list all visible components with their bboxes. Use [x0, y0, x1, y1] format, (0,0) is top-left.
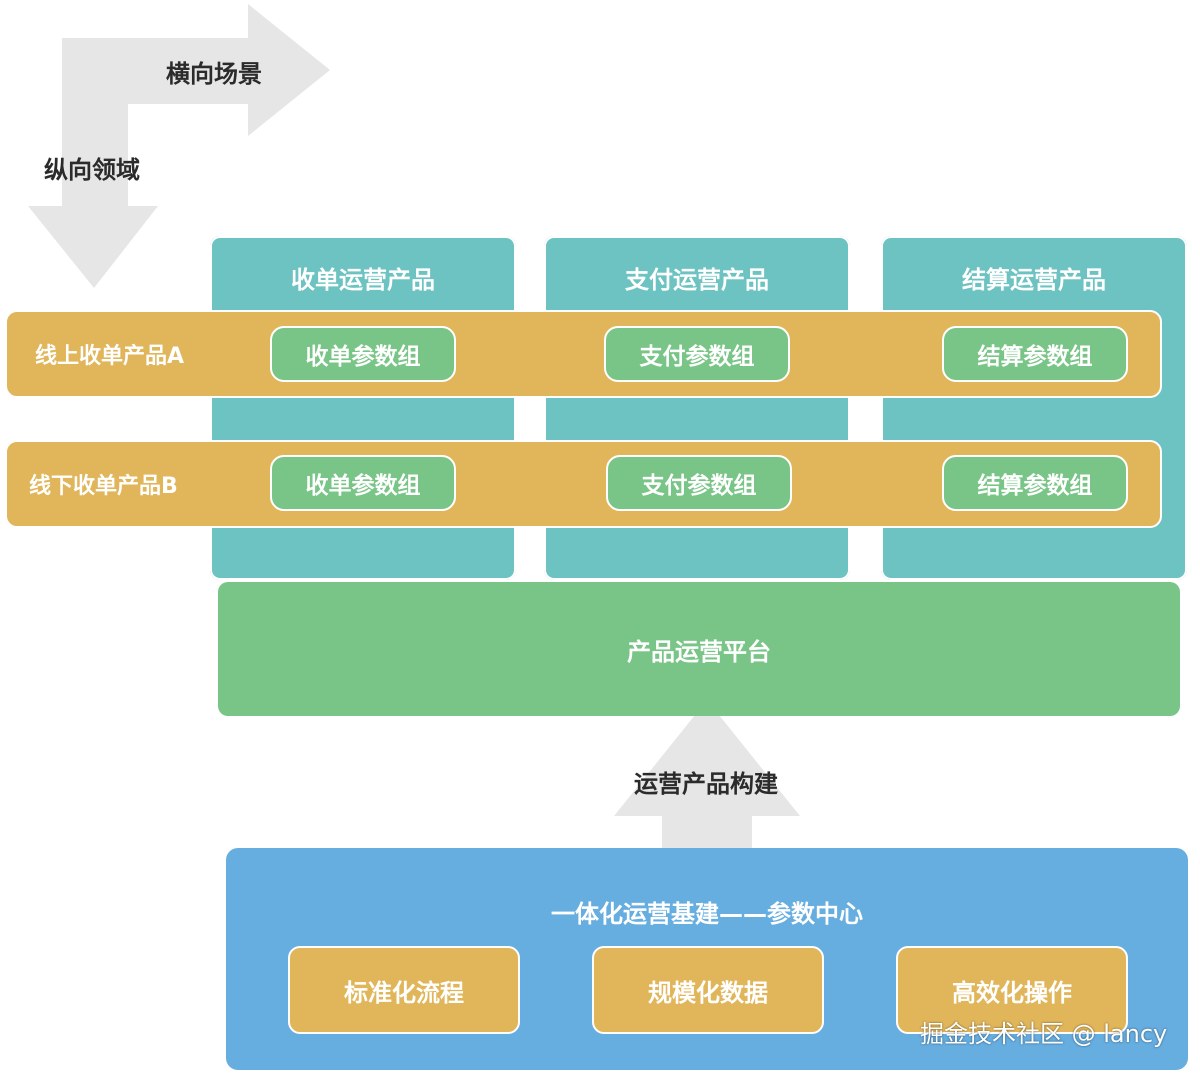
param-group-settlement: 结算参数组 — [942, 326, 1128, 382]
vertical-domain-arrow — [28, 38, 158, 288]
watermark: 掘金技术社区 @ lancy — [920, 1020, 1168, 1048]
column-title: 支付运营产品 — [625, 266, 769, 294]
horizontal-scenario-arrow — [62, 4, 330, 136]
param-group-acquiring: 收单参数组 — [270, 326, 456, 382]
product-operation-platform: 产品运营平台 — [218, 582, 1180, 716]
parameter-center-base: 一体化运营基建——参数中心 标准化流程 规模化数据 高效化操作 — [226, 848, 1188, 1070]
param-group-acquiring: 收单参数组 — [270, 455, 456, 511]
param-group-payment: 支付参数组 — [604, 326, 790, 382]
base-title: 一体化运营基建——参数中心 — [551, 900, 863, 928]
build-up-arrow — [614, 700, 800, 852]
build-label: 运营产品构建 — [634, 770, 778, 798]
param-group-settlement: 结算参数组 — [942, 455, 1128, 511]
column-title: 收单运营产品 — [291, 266, 435, 294]
standardized-process-card: 标准化流程 — [288, 946, 520, 1034]
param-group-payment: 支付参数组 — [606, 455, 792, 511]
horizontal-scenario-label: 横向场景 — [166, 60, 262, 88]
column-title: 结算运营产品 — [962, 266, 1106, 294]
column-payment-product: 支付运营产品 — [544, 236, 850, 580]
row-label: 线下收单产品B — [29, 474, 178, 499]
column-acquiring-product: 收单运营产品 — [210, 236, 516, 580]
row-label: 线上收单产品A — [35, 344, 185, 369]
efficient-operation-card: 高效化操作 — [896, 946, 1128, 1034]
scaled-data-card: 规模化数据 — [592, 946, 824, 1034]
vertical-domain-label: 纵向领域 — [44, 156, 140, 184]
column-settlement-product: 结算运营产品 — [881, 236, 1187, 580]
